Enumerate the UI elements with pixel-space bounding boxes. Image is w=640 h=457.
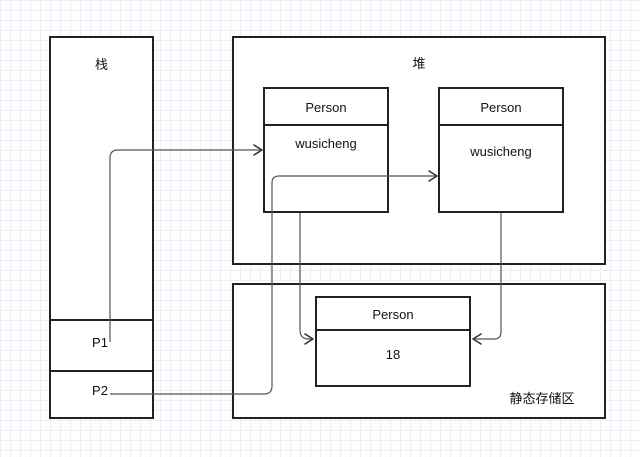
stack-divider-middle: [49, 370, 154, 372]
heap-object-2-field: wusicheng: [470, 144, 532, 159]
static-region-label: 静态存储区: [509, 391, 575, 406]
heap-title: 堆: [412, 56, 426, 71]
static-object-class: Person: [372, 307, 414, 322]
stack-divider-top: [49, 319, 154, 321]
static-object: [315, 296, 471, 387]
heap-object-1: [263, 87, 389, 213]
arrow-p2-to-heap-object-2: [110, 175, 436, 395]
arrow-heap-object-2-to-static-object: [475, 213, 502, 340]
stack-var-p1: P1: [92, 335, 108, 350]
stack-var-p2: P2: [92, 383, 108, 398]
heap-object-2-divider: [438, 124, 564, 126]
heap-object-1-divider: [263, 124, 389, 126]
stack-title: 栈: [94, 57, 108, 72]
arrowhead-heap-object-1: [253, 144, 263, 156]
arrowhead-static-right: [472, 333, 482, 345]
arrowhead-heap-object-2: [428, 170, 438, 182]
static-object-divider: [315, 329, 471, 331]
arrowhead-static-left: [304, 333, 314, 345]
stack-region: [49, 36, 154, 419]
heap-object-1-class: Person: [305, 100, 347, 115]
arrow-heap-object-1-to-static-object: [299, 213, 312, 340]
arrow-p1-to-heap-object-1: [109, 149, 260, 342]
heap-object-2: [438, 87, 564, 213]
heap-object-2-class: Person: [480, 100, 522, 115]
static-object-field: 18: [385, 347, 401, 362]
heap-object-1-field: wusicheng: [295, 136, 357, 151]
